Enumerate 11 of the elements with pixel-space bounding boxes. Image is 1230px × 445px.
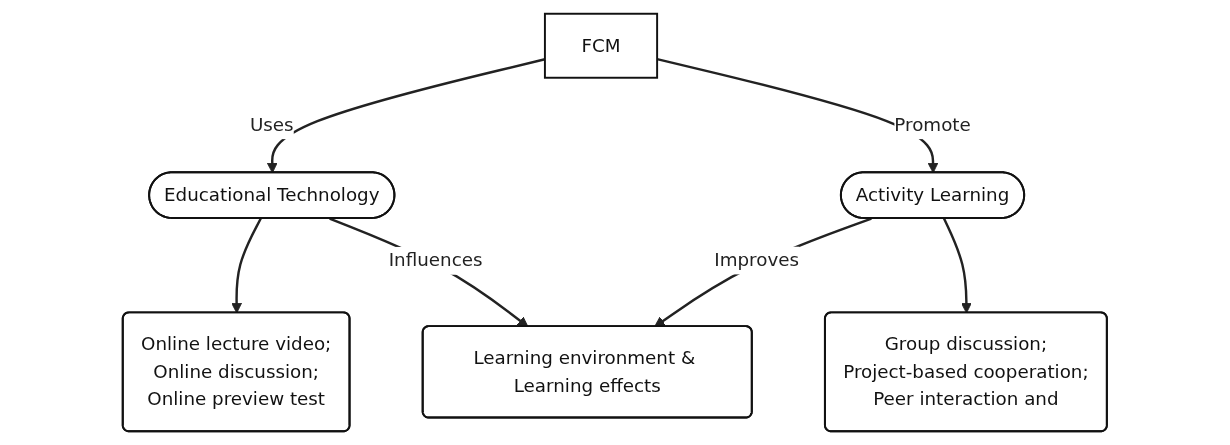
arrow [267, 58, 546, 174]
node-box: FCM [544, 12, 659, 79]
edge-label: Promote [894, 113, 971, 136]
arrow [654, 217, 872, 328]
edge-label: Influences [388, 249, 483, 272]
edge-label: Uses [250, 113, 294, 136]
arrow [231, 217, 263, 314]
arrow [657, 57, 939, 174]
arrow [943, 218, 972, 314]
arrow [329, 217, 529, 328]
edge-label: Improves [714, 249, 800, 271]
